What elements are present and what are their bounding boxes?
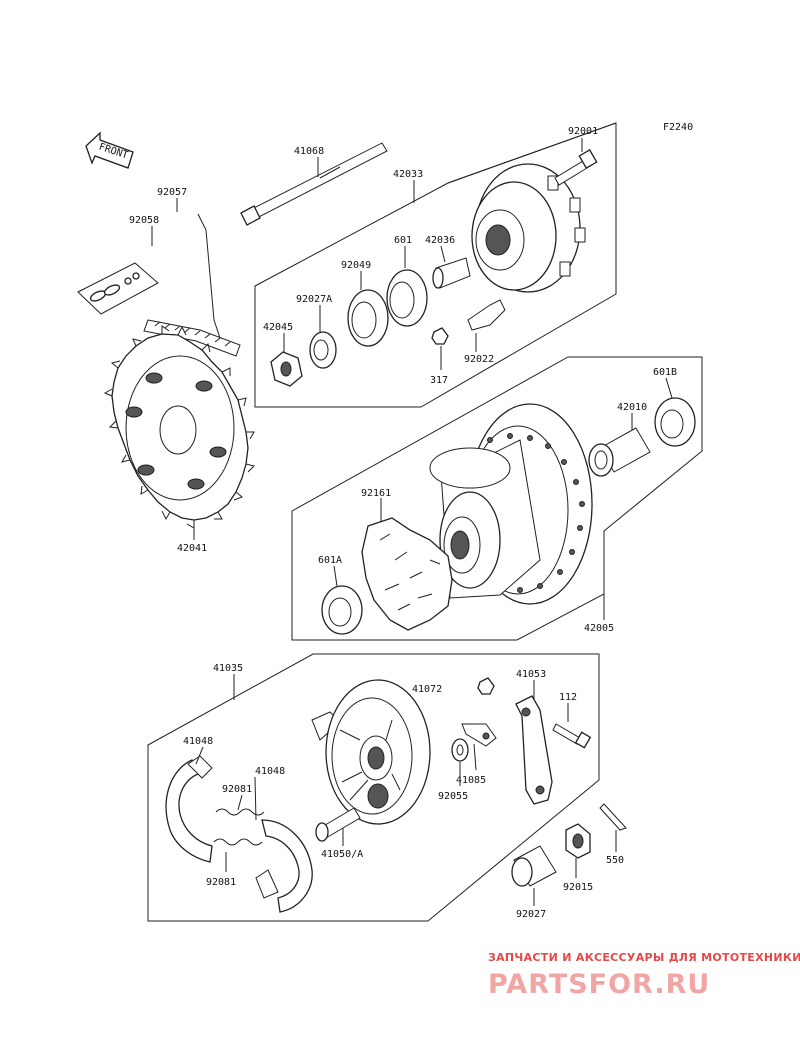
figure-code: F2240 [663, 122, 693, 133]
watermark-logo: PARTSFOR.RU [488, 969, 710, 1000]
wheel-hub-part [429, 403, 593, 605]
collar-b-part [511, 845, 557, 887]
bearing-part [386, 269, 428, 327]
lock-plate-part [467, 299, 506, 331]
label-92161: 92161 [361, 488, 391, 499]
label-317: 317 [430, 375, 448, 386]
label-112: 112 [559, 692, 577, 703]
label-41048-right: 41048 [255, 766, 285, 777]
label-42005: 42005 [584, 623, 614, 634]
label-601b: 601B [653, 367, 677, 378]
label-92001: 92001 [568, 126, 598, 137]
label-42010: 42010 [617, 402, 647, 413]
hub-damper-part [361, 517, 453, 631]
label-601a: 601A [318, 555, 342, 566]
label-92055: 92055 [438, 791, 468, 802]
label-41035: 41035 [213, 663, 243, 674]
brake-shoe-right-part [255, 819, 313, 913]
sleeve-part [588, 427, 651, 477]
label-42045: 42045 [263, 322, 293, 333]
spacer-part [432, 257, 471, 289]
label-41072: 41072 [412, 684, 442, 695]
label-42041: 42041 [177, 543, 207, 554]
label-92058: 92058 [129, 215, 159, 226]
label-41048-left: 41048 [183, 736, 213, 747]
brake-shoe-left-part [165, 755, 213, 863]
label-42033: 42033 [393, 169, 423, 180]
label-41085: 41085 [456, 775, 486, 786]
brake-lever-part [515, 695, 553, 805]
label-92027: 92027 [516, 909, 546, 920]
nut-part [270, 351, 303, 387]
label-42036: 42036 [425, 235, 455, 246]
bearing-b-part [654, 397, 696, 447]
brake-spring-lower-part [213, 838, 263, 846]
brake-camshaft-part [315, 807, 361, 842]
group-box-wheel [291, 356, 703, 641]
label-92027a: 92027A [296, 294, 332, 305]
sprocket-hub-part [471, 163, 586, 293]
washer-part [451, 738, 469, 762]
front-arrow-icon: FRONT [85, 131, 134, 169]
label-601: 601 [394, 235, 412, 246]
small-nut-part [431, 327, 449, 345]
axle-nut-part [565, 823, 591, 859]
brake-panel-part [311, 679, 431, 825]
chain-link-kit-part [77, 262, 159, 315]
drive-chain-part [143, 213, 241, 357]
lever-bolt-part [552, 723, 592, 749]
label-92057: 92057 [157, 187, 187, 198]
lever-nut-part [477, 677, 495, 695]
label-92081-lower: 92081 [206, 877, 236, 888]
cotter-pin-part [599, 803, 627, 831]
brake-spring-upper-part [215, 808, 265, 816]
rear-sprocket-part [103, 325, 255, 529]
oil-seal-part [347, 289, 389, 347]
group-box-brake [147, 653, 600, 922]
bearing-a-part [321, 585, 363, 635]
label-41053: 41053 [516, 669, 546, 680]
label-92081-upper: 92081 [222, 784, 252, 795]
label-92049: 92049 [341, 260, 371, 271]
label-92015: 92015 [563, 882, 593, 893]
watermark-tagline: ЗАПЧАСТИ И АКСЕССУАРЫ ДЛЯ МОТОТЕХНИКИ [488, 951, 800, 964]
label-92022: 92022 [464, 354, 494, 365]
wear-indicator-part [461, 723, 497, 747]
collar-part [309, 331, 337, 369]
label-550: 550 [606, 855, 624, 866]
axle-part [240, 142, 388, 226]
bolt-part [554, 149, 598, 186]
label-41068: 41068 [294, 146, 324, 157]
label-41050a: 41050/A [321, 849, 363, 860]
